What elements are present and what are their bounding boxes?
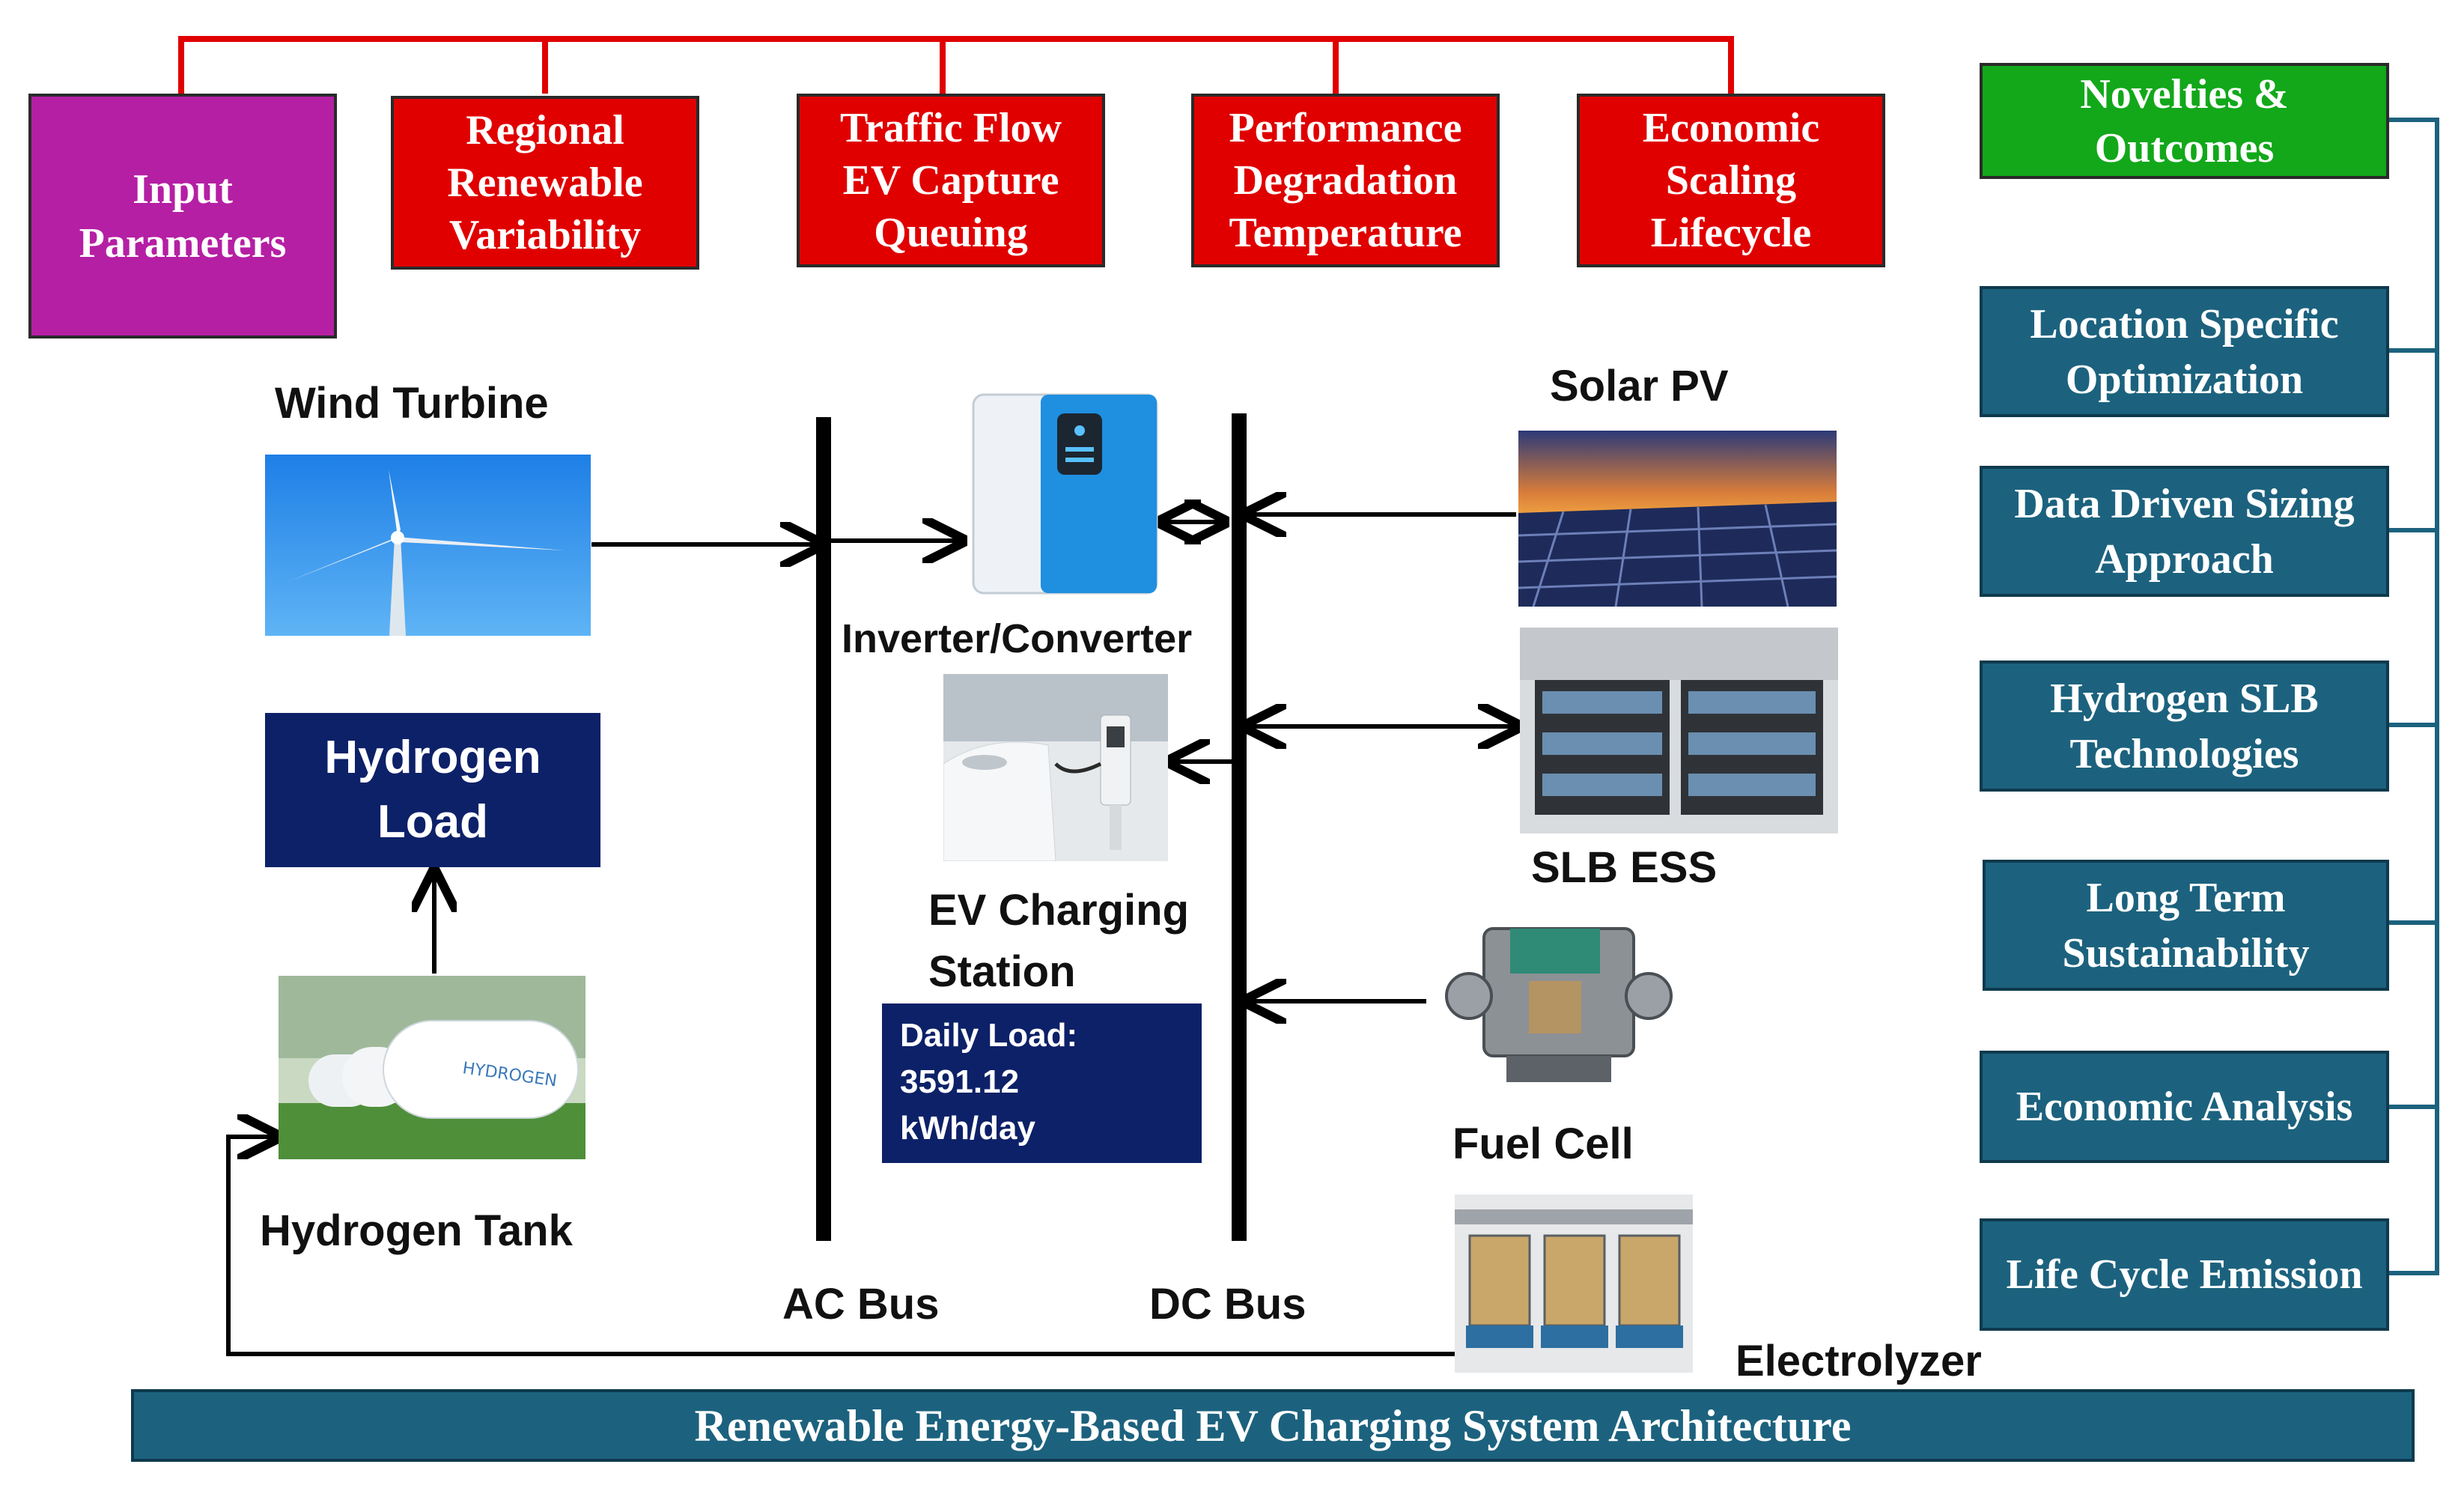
outcome-economic-analysis: Economic Analysis [1980,1051,2389,1163]
ev-station-label: EV Charging Station [928,886,1190,996]
fuel-cell-label: Fuel Cell [1452,1120,1634,1168]
solar-pv-image [1518,431,1837,607]
outcome-hydrogen-slb: Hydrogen SLB Technologies [1980,661,2389,792]
daily-load-unit: kWh/day [900,1110,1035,1147]
slb-ess-image [1520,628,1838,833]
hydrogen-tank-label: Hydrogen Tank [260,1206,573,1255]
category-bracket [178,36,1734,94]
hydrogen-load-box: Hydrogen Load [265,713,600,867]
outcome-data-driven-sizing: Data Driven Sizing Approach [1980,466,2389,597]
electrolyzer-label: Electrolyzer [1736,1337,1982,1385]
performance-box: Performance Degradation Temperature [1191,94,1500,267]
ac-bus-line [816,417,831,1241]
slb-ess-label: SLB ESS [1531,843,1718,892]
hydrogen-tank-image: HYDROGEN [279,976,585,1159]
novelties-bracket [2389,118,2439,1275]
electrolyzer-to-tank-arrow [226,1137,1458,1356]
solar-pv-label: Solar PV [1550,362,1729,410]
regional-variability-box: Regional Renewable Variability [391,96,699,270]
dc-bus-label: DC Bus [1149,1280,1306,1329]
wind-turbine-label: Wind Turbine [275,379,549,428]
daily-load-label: Daily Load: [900,1017,1078,1054]
wind-turbine-image [265,455,591,636]
fuel-cell-image [1445,927,1673,1082]
inverter-image [972,393,1158,595]
inverter-label: Inverter/Converter [842,616,1193,661]
daily-load-value: 3591.12 [900,1063,1020,1100]
traffic-flow-box: Traffic Flow EV Capture Queuing [797,94,1105,267]
novelties-header: Novelties & Outcomes [1980,63,2389,179]
ac-bus-label: AC Bus [782,1280,940,1329]
outcome-life-cycle-emission: Life Cycle Emission [1980,1218,2389,1331]
outcome-location-optimization: Location Specific Optimization [1980,286,2389,417]
dc-bus-line [1232,413,1247,1241]
input-parameters-box: Input Parameters [28,94,337,338]
outcome-long-term-sustainability: Long Term Sustainability [1983,860,2389,991]
daily-load-box: Daily Load: 3591.12 kWh/day [882,1003,1202,1163]
electrolyzer-image [1455,1194,1693,1373]
footer-title: Renewable Energy-Based EV Charging Syste… [131,1389,2415,1462]
economic-scaling-box: Economic Scaling Lifecycle [1577,94,1885,267]
ev-charger-image [943,674,1168,861]
